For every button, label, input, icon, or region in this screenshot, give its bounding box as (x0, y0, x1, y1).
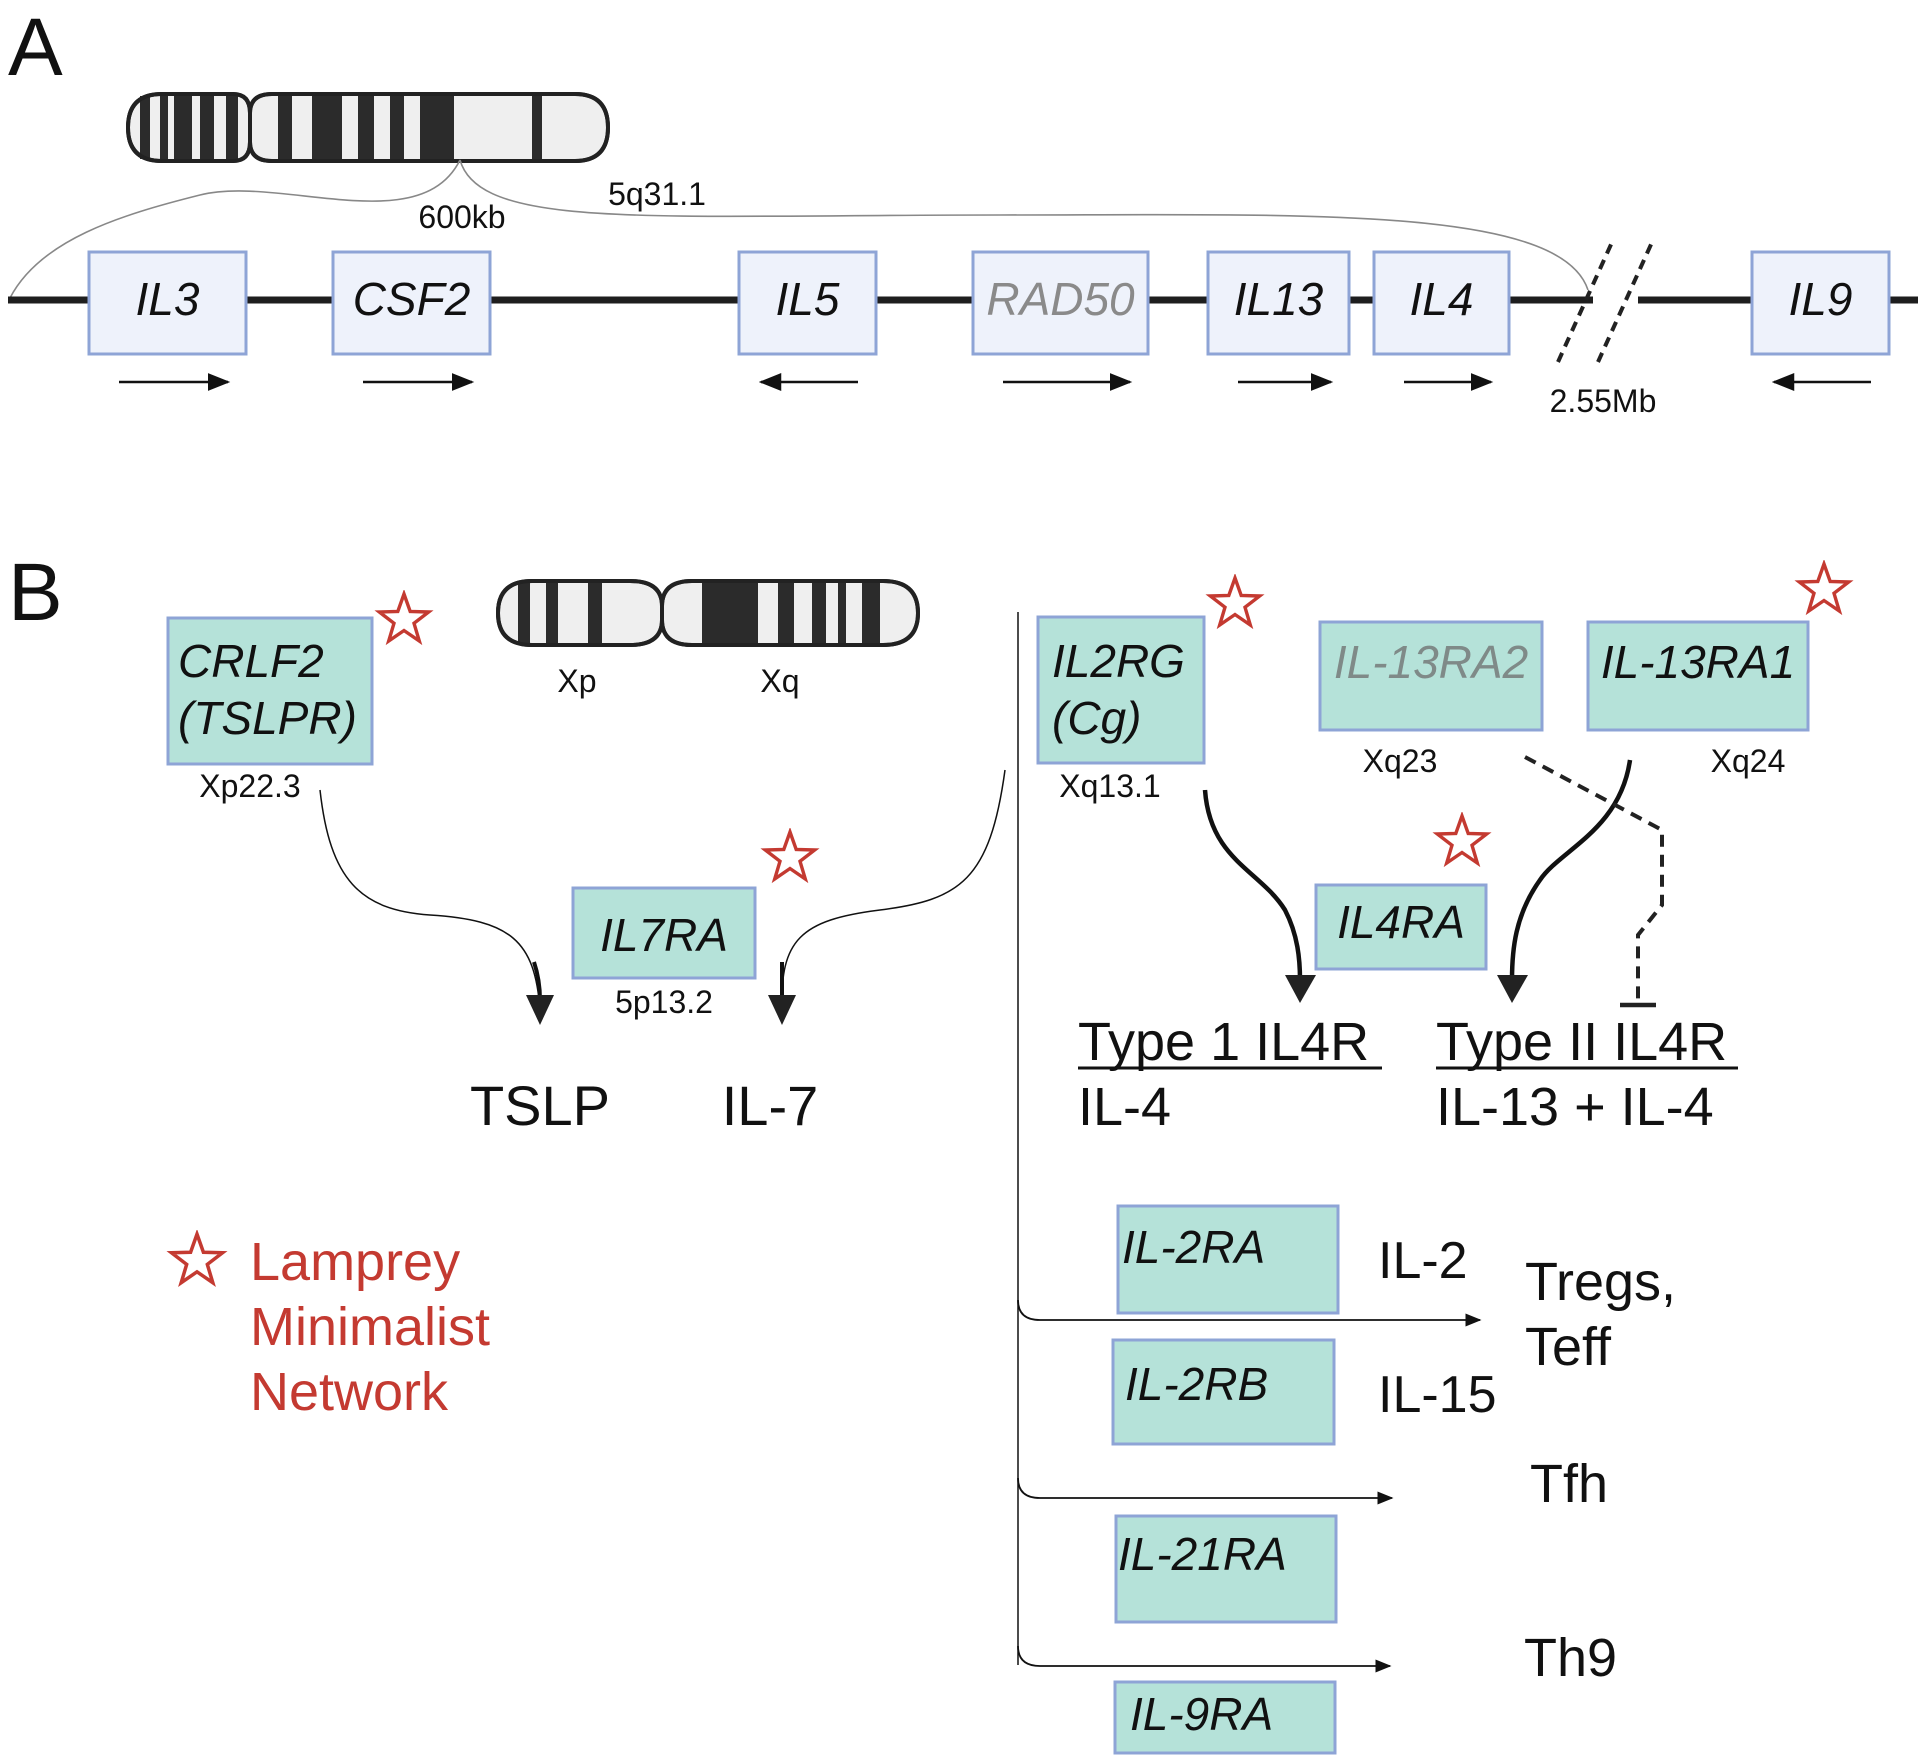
zoom-line-left (9, 159, 461, 299)
type1-ligand: IL-4 (1078, 1077, 1171, 1137)
il15-label: IL-15 (1378, 1366, 1497, 1424)
gene-il2ra: IL-2RA (1116, 1204, 1340, 1315)
gene-box-csf2 (331, 250, 492, 356)
lamprey-star-icon (763, 830, 817, 881)
gene-il9ra: IL-9RA (1113, 1680, 1337, 1755)
legend-line-3: Network (250, 1362, 449, 1422)
gene-il21ra: IL-21RA (1114, 1514, 1338, 1624)
zoom-line-right (459, 159, 1589, 291)
lamprey-star-icon (1797, 562, 1851, 613)
il7-label: IL-7 (722, 1074, 819, 1137)
il13ra2-inhibition-line (1524, 755, 1664, 1003)
gene-label-il3: IL3 (136, 273, 200, 325)
gap-break-mark (1596, 239, 1655, 363)
gene-il2rb: IL-2RB (1111, 1338, 1336, 1446)
gene-label-il9: IL9 (1789, 273, 1853, 325)
gene-label-rad50: RAD50 (986, 273, 1135, 325)
xq-label: Xq (760, 663, 799, 699)
gene-il2rg: IL2RG (Cg) (1036, 615, 1206, 765)
band-label: 5q31.1 (608, 176, 706, 212)
branch-arrow-tfh (1017, 1477, 1394, 1505)
legend-line-2: Minimalist (250, 1297, 490, 1357)
gene-crlf2: CRLF2 (TSLPR) (166, 616, 374, 766)
type2-ligand: IL-13 + IL-4 (1436, 1077, 1714, 1137)
il2rg-alias: (Cg) (1052, 692, 1141, 744)
gene-box-il9 (1750, 250, 1891, 356)
crlf2-locus: Xp22.3 (199, 768, 300, 804)
gene-box-rad50 (971, 250, 1150, 356)
panel-a-label: A (8, 2, 63, 93)
il13ra1-locus: Xq24 (1711, 743, 1786, 779)
panel-a-genes: IL3 CSF2 IL5 RAD50 IL13 IL4 IL9 (87, 250, 1891, 391)
gap-label: 2.55Mb (1550, 383, 1657, 419)
lamprey-star-icon (377, 592, 431, 643)
gene-box-il3 (87, 250, 248, 356)
gene-box-il13 (1206, 250, 1351, 356)
il2rg-name: IL2RG (1052, 635, 1185, 687)
crlf2-name: CRLF2 (178, 635, 324, 687)
crlf2-alias: (TSLPR) (178, 692, 357, 744)
legend-line-1: Lamprey (250, 1232, 460, 1292)
il13ra2-locus: Xq23 (1363, 743, 1438, 779)
il7ra-locus: 5p13.2 (615, 984, 713, 1020)
gene-label-il4: IL4 (1410, 273, 1474, 325)
span-label: 600kb (418, 199, 505, 235)
gene-box-il4 (1372, 250, 1511, 356)
xp-label: Xp (557, 663, 596, 699)
panel-b-label: B (8, 547, 63, 638)
il4ra-name: IL4RA (1337, 896, 1465, 948)
gene-box-il5 (737, 250, 878, 356)
x-chromosome-ideogram (495, 579, 921, 647)
lamprey-star-icon (1435, 814, 1489, 865)
il13ra1-name: IL-13RA1 (1601, 636, 1795, 688)
legend: Lamprey Minimalist Network (169, 1232, 490, 1422)
gene-il13ra2: IL-13RA2 (1318, 620, 1544, 732)
il2rg-to-il7-arrow (781, 769, 1006, 1011)
tslp-label: TSLP (470, 1074, 610, 1137)
gene-il7ra: IL7RA (571, 886, 757, 980)
gene-il4ra: IL4RA (1314, 883, 1488, 971)
tfh-label: Tfh (1530, 1454, 1608, 1514)
gap-break-mark (1556, 239, 1615, 363)
teff-label: Teff (1525, 1317, 1612, 1377)
branch-arrow-th9 (1017, 1645, 1392, 1673)
lamprey-star-icon (169, 1232, 225, 1285)
il2ra-name: IL-2RA (1122, 1221, 1265, 1273)
gene-label-il5: IL5 (776, 273, 840, 325)
branch-arrow-treg (1017, 1299, 1482, 1327)
il9ra-name: IL-9RA (1130, 1688, 1273, 1740)
gene-il13ra1: IL-13RA1 (1586, 620, 1810, 732)
il2-label: IL-2 (1378, 1232, 1468, 1290)
chromosome-5-ideogram (125, 92, 611, 163)
type1-il4r-title: Type 1 IL4R (1078, 1012, 1369, 1072)
gene-label-il13: IL13 (1234, 273, 1324, 325)
crlf2-to-tslp-arrow (319, 789, 541, 1011)
th9-label: Th9 (1524, 1628, 1617, 1688)
il7ra-name: IL7RA (600, 909, 728, 961)
il2rg-to-type1-arrow (1202, 789, 1303, 981)
lamprey-star-icon (1208, 576, 1262, 627)
il21ra-name: IL-21RA (1118, 1528, 1287, 1580)
il13ra1-to-type2-arrow (1509, 759, 1633, 981)
type2-il4r-title: Type II IL4R (1436, 1012, 1727, 1072)
il2rg-locus: Xq13.1 (1059, 768, 1160, 804)
il2rb-name: IL-2RB (1125, 1358, 1268, 1410)
tregs-label: Tregs, (1525, 1252, 1676, 1312)
gene-label-csf2: CSF2 (353, 273, 471, 325)
il13ra2-name: IL-13RA2 (1334, 636, 1528, 688)
